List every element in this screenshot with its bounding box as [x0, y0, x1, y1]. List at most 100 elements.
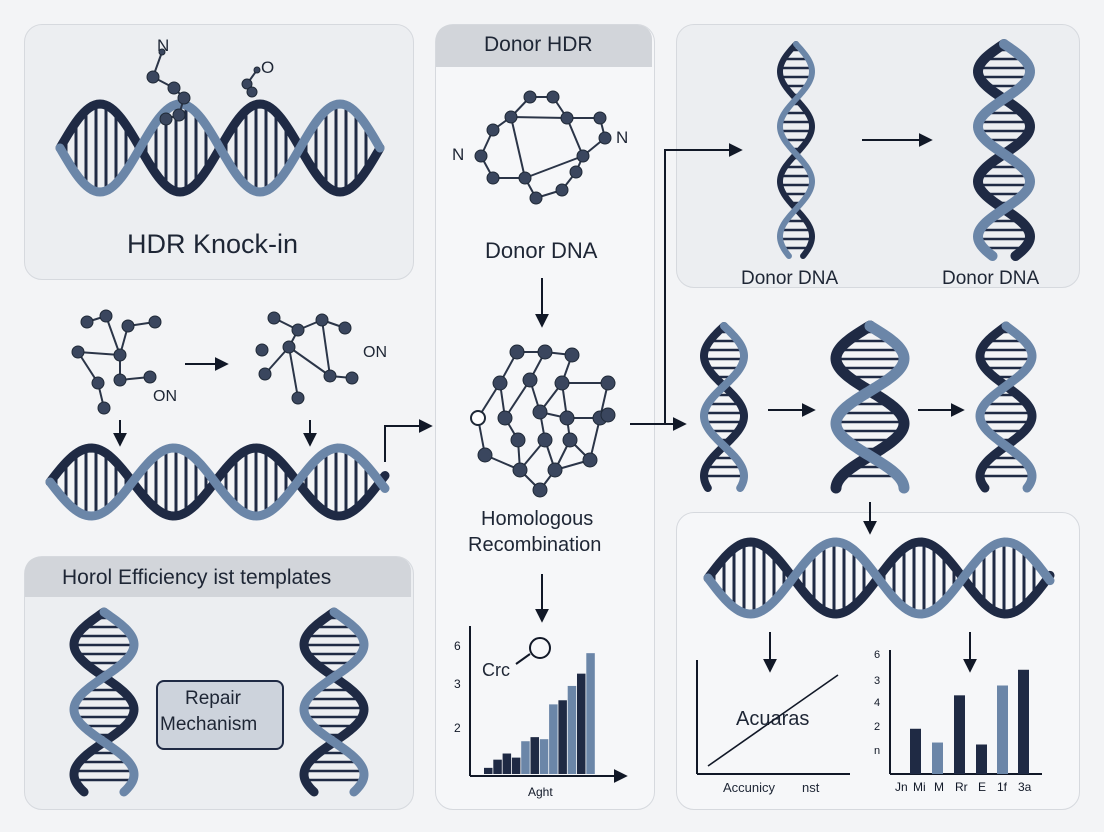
recombination-label-line1: Homologous — [481, 508, 594, 530]
atom — [177, 91, 191, 105]
y-tick-label: 3 — [874, 675, 880, 687]
y-tick-label: 6 — [874, 649, 880, 661]
bar — [530, 737, 539, 774]
atom — [99, 309, 113, 323]
bar — [976, 744, 987, 774]
atom — [504, 110, 518, 124]
molecule-donor-ring — [474, 90, 612, 205]
arrow-to-recombination — [384, 419, 433, 462]
backbone-strand — [830, 320, 910, 494]
bond — [105, 315, 121, 356]
dna-helix-template-right — [299, 607, 369, 797]
atom — [323, 369, 337, 383]
atom-label-on-left: ON — [153, 388, 177, 405]
donor-dna-label-right: Donor DNA — [942, 268, 1040, 289]
atom — [518, 171, 532, 185]
molecule-top-small — [241, 66, 261, 98]
backbone-strand — [699, 322, 748, 492]
backbone-strand — [830, 320, 910, 494]
atom — [158, 48, 166, 56]
atom — [598, 131, 612, 145]
bar — [586, 653, 595, 774]
atom — [532, 404, 548, 420]
atom — [560, 111, 574, 125]
bond — [321, 319, 331, 377]
backbone-strand — [45, 443, 390, 521]
atom — [470, 410, 486, 426]
dna-helix-mid-2 — [830, 320, 910, 494]
dna-helix-left-mid — [45, 443, 390, 521]
dna-helix-mid-3 — [975, 321, 1037, 493]
atom — [167, 81, 181, 95]
dna-helix-knockin — [55, 99, 385, 197]
backbone-strand — [69, 607, 139, 797]
atom — [510, 432, 526, 448]
atom-label-n-left: N — [452, 145, 465, 164]
atom — [291, 391, 305, 405]
atom — [291, 323, 305, 337]
backbone-strand — [299, 607, 369, 797]
atom — [547, 462, 563, 478]
atom — [143, 370, 157, 384]
dna-helix-mid-1 — [699, 322, 749, 492]
bar — [954, 695, 965, 774]
bond — [510, 116, 526, 179]
bond — [288, 346, 331, 377]
atom-label-o: O — [261, 58, 275, 77]
backbone-strand — [700, 322, 749, 492]
atom — [564, 347, 580, 363]
atom — [91, 376, 105, 390]
donor-dna-label-left: Donor DNA — [741, 268, 839, 289]
bond — [510, 116, 568, 119]
bar — [997, 685, 1008, 774]
bar — [567, 685, 577, 774]
backbone-strand — [703, 537, 1055, 619]
atom — [345, 371, 359, 385]
atom — [562, 432, 578, 448]
atom-label-n-right: N — [616, 128, 629, 147]
backbone-strand — [776, 41, 816, 259]
atom — [282, 340, 296, 354]
atom — [522, 372, 538, 388]
atom — [113, 373, 127, 387]
bar — [549, 704, 558, 774]
line-graph-label: Acuaras — [736, 708, 810, 730]
bar — [558, 700, 567, 774]
repair-mechanism-line1: Repair — [185, 688, 241, 709]
x-tick-label: M — [934, 780, 944, 794]
bond — [566, 117, 584, 157]
atom — [267, 311, 281, 325]
atom — [255, 343, 269, 357]
bar — [484, 767, 493, 774]
y-tick-label: 6 — [454, 639, 461, 653]
efficiency-templates-header: Horol Efficiency ist templates — [62, 566, 332, 589]
atom — [600, 407, 616, 423]
atom — [582, 452, 598, 468]
atom — [146, 70, 160, 84]
donor-dna-label-center: Donor DNA — [485, 238, 598, 263]
bar — [577, 673, 586, 774]
atom — [97, 401, 111, 415]
atom — [113, 348, 127, 362]
dna-helix-bottom-right — [703, 537, 1055, 619]
bar — [1018, 669, 1029, 774]
atom — [509, 344, 525, 360]
atom — [532, 482, 548, 498]
bar — [511, 757, 521, 774]
backbone-strand — [299, 607, 369, 797]
backbone-strand — [776, 41, 816, 259]
atom — [486, 171, 500, 185]
bar — [502, 753, 512, 774]
atom — [593, 111, 607, 125]
molecules — [71, 48, 616, 498]
bar — [910, 728, 921, 774]
y-tick-label: 4 — [874, 697, 880, 709]
backbone-strand — [972, 39, 1036, 261]
atom — [529, 191, 543, 205]
backbone-strand — [975, 321, 1037, 493]
x-axis-label: Aght — [528, 785, 553, 799]
molecule-recombination-cluster — [470, 344, 616, 498]
atom — [537, 344, 553, 360]
atom — [569, 165, 583, 179]
